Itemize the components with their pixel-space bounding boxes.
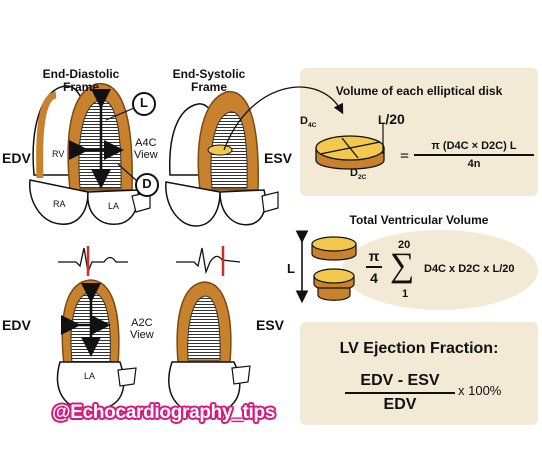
rv-label: RV (52, 149, 65, 159)
d2c-subscript: 2C (357, 174, 367, 182)
total-l-label: L (287, 261, 295, 276)
a2c-line2: View (130, 328, 154, 341)
pulmonary-vein-a2c-es (231, 365, 251, 385)
stacked-disks (295, 230, 357, 304)
d-marker-text: D (142, 176, 152, 191)
disk-d2c-line (341, 137, 359, 159)
ef-panel-title: LV Ejection Fraction: (339, 340, 499, 357)
a4c-view-label: A4C View (134, 137, 158, 161)
l-marker-circle (132, 92, 156, 116)
la-label: LA (108, 201, 120, 211)
es-frame-line2: Frame (190, 79, 228, 94)
d-marker-circle (135, 173, 159, 197)
elliptical-disk-highlight (207, 144, 233, 156)
disk-equals: = (400, 148, 410, 165)
total-panel-title: Total Ventricular Volume (349, 213, 489, 227)
right-atrium-es (165, 181, 221, 227)
la-label-a2c: LA (84, 371, 96, 381)
right-atrium (29, 179, 89, 225)
a4c-line2: View (134, 148, 158, 161)
ed-frame-line2: Frame (62, 79, 100, 94)
ef-numerator: EDV - ESV (360, 372, 440, 389)
disk-formula-numerator: π (D4C × D2C) L (431, 140, 517, 152)
ef-denominator: EDV (383, 396, 417, 413)
d4c-label: D4C (300, 115, 317, 130)
ed-frame-label: End-Diastolic Frame (36, 68, 126, 93)
esv-label-a2c: ESV (256, 317, 285, 333)
d4c-letter: D (300, 115, 308, 127)
sum-upper-limit: 20 (398, 239, 411, 251)
heart-es-a2c (168, 281, 251, 415)
es-frame-label: End-Systolic Frame (166, 68, 252, 93)
disk-panel-title: Volume of each elliptical disk (335, 84, 503, 98)
heart-es-a4c (165, 86, 344, 227)
pulmonary-vein-es (261, 191, 279, 213)
sum-lower-limit: 1 (402, 288, 409, 300)
lv-cavity-a2c-es (187, 295, 221, 361)
a4c-line1: A4C (135, 137, 157, 149)
pi-over-four: π 4 (366, 248, 382, 286)
pi-symbol: π (368, 248, 380, 264)
pulmonary-vein-a2c (117, 367, 137, 387)
heart-ed-a4c (29, 82, 159, 225)
disk-thickness-label: L/20 (378, 112, 405, 127)
heart-ed-a2c (56, 279, 137, 411)
elliptical-disk (315, 124, 385, 170)
es-frame-line1: End-Systolic (172, 67, 246, 81)
l-leader (105, 107, 135, 121)
disk-l-den: /20 (385, 111, 405, 127)
ecg-strip-es (176, 246, 241, 276)
disk-callout-arrow (223, 86, 344, 151)
sum-terms: D4C x D2C x L/20 (424, 263, 515, 275)
watermark: @Echocardiography_tips (52, 402, 276, 423)
l-marker-text: L (140, 95, 148, 110)
ef-fraction: EDV - ESV EDV (345, 372, 455, 414)
esv-label-a4c: ESV (264, 150, 293, 166)
ed-frame-line1: End-Diastolic (42, 67, 120, 81)
ejection-fraction-panel (300, 322, 538, 425)
a2c-view-label: A2C View (130, 317, 154, 341)
rv-wall (36, 91, 57, 179)
sigma-symbol: ∑ (390, 247, 415, 284)
d4c-subscript: 4C (307, 122, 317, 130)
d2c-letter: D (350, 167, 358, 179)
d2c-label: D2C (350, 167, 367, 182)
disk-l: L (378, 113, 386, 127)
d-leader (117, 163, 138, 182)
ecg-strip-ed (58, 246, 128, 276)
disk-formula: π (D4C × D2C) L 4n (414, 140, 534, 170)
ef-multiplier: x 100% (458, 383, 502, 398)
edv-label-a2c: EDV (2, 317, 31, 333)
ra-label: RA (53, 199, 66, 209)
a2c-line1: A2C (131, 317, 153, 329)
four-denominator: 4 (370, 270, 378, 286)
disk-formula-denominator: 4n (467, 158, 481, 170)
total-volume-formula-bg (342, 230, 538, 310)
left-atrium-es (219, 189, 267, 226)
edv-label-a4c: EDV (2, 150, 31, 166)
